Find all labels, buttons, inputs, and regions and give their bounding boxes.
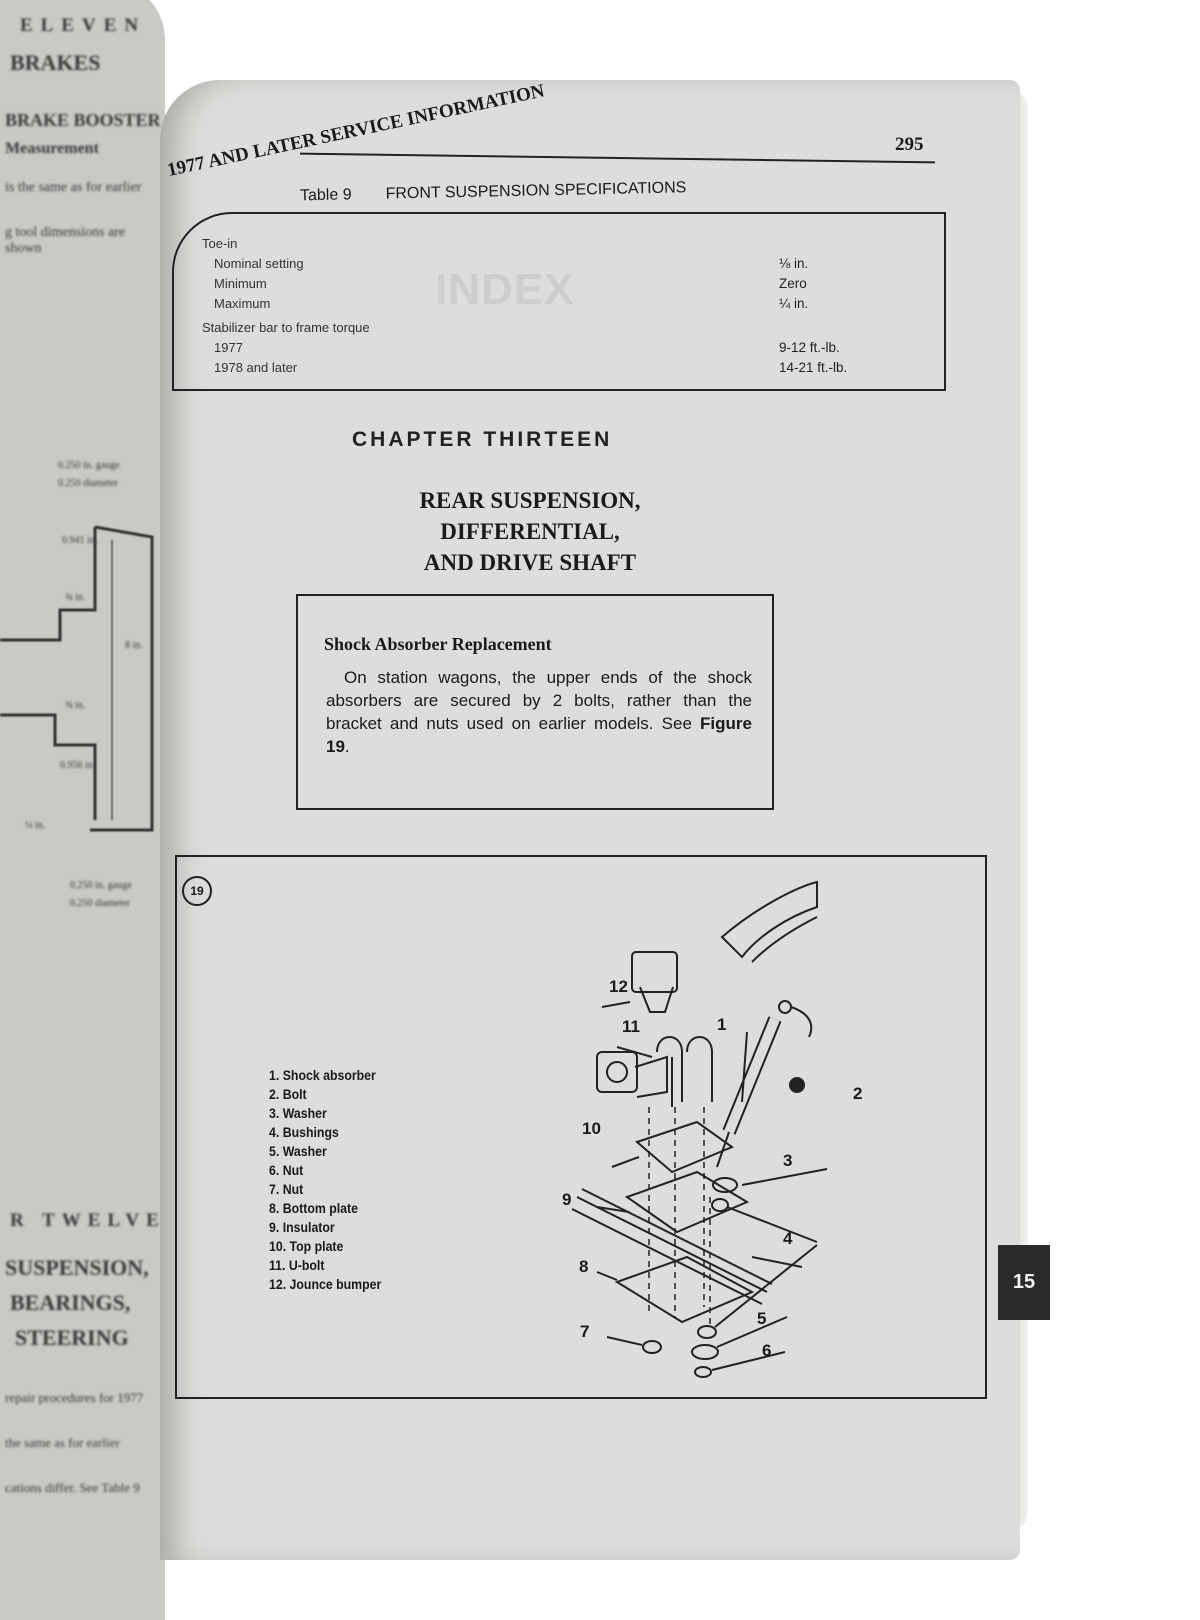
callout-5: 5 [757,1309,767,1328]
note-text-end: . [344,737,350,756]
dimension-label: 0.250 in. gauge [58,460,120,471]
table-row-label: Toe-in [202,236,238,251]
left-chapter-heading: ELEVEN [20,15,147,36]
note-body: On station wagons, the upper ends of the… [326,666,752,758]
right-page [160,80,1020,1560]
table-row-label: Maximum [214,296,271,311]
figure-number: 19 [182,876,212,906]
callout-12: 12 [609,977,628,996]
bottom-plate [614,1255,755,1324]
bleed-through-text: INDEX [435,265,575,314]
table-row-label: Stabilizer bar to frame torque [202,320,370,335]
note-box: Shock Absorber Replacement On station wa… [296,594,774,810]
nut [642,1340,662,1354]
washer [691,1344,719,1360]
legend-item: 5. Washer [269,1143,327,1159]
callout-8: 8 [579,1257,589,1276]
legend-item: 7. Nut [269,1181,304,1197]
left-text: repair procedures for 1977 [5,1390,144,1405]
callout-10: 10 [582,1119,601,1138]
table-row-value: 14-21 ft.-lb. [779,360,848,375]
spec-table: Toe-in Nominal setting Minimum Maximum S… [172,212,946,391]
callout-11: 11 [622,1017,640,1036]
table-row-label: Nominal setting [214,256,304,271]
bracket [596,1051,638,1093]
left-section: BRAKE BOOSTER [5,110,161,130]
legend-item: 10. Top plate [269,1238,344,1254]
frame-rail [720,880,818,959]
u-bolt [656,1036,683,1107]
dimension-label: 0.250 diameter [70,898,130,909]
left-text: the same as for earlier [5,1435,120,1450]
dimension-label: 0.250 in. gauge [70,880,132,891]
legend-item: 4. Bushings [269,1124,339,1140]
dimension-label: 0.956 in. [60,760,96,771]
dimension-label: 8 in. [125,640,143,651]
left-page: ELEVEN BRAKES BRAKE BOOSTER Measurement … [0,0,166,1620]
note-title: Shock Absorber Replacement [324,634,552,654]
callout-4: 4 [783,1229,793,1248]
table-row-label: 1977 [214,340,243,355]
chapter-number: CHAPTER THIRTEEN [352,428,613,451]
dimension-label: ⅜ in. [65,592,86,603]
table-row-value: 9-12 ft.-lb. [779,340,840,355]
dimension-label: ⅜ in. [65,700,86,711]
callout-7: 7 [580,1322,590,1341]
figure-reference: Figure 19 [326,714,752,756]
left-text: g tool dimensions are shown [5,225,126,256]
legend-item: 9. Insulator [269,1219,335,1235]
left-chapter-title-2: SUSPENSION, [5,1255,149,1280]
figure-legend: 1. Shock absorber 2. Bolt 3. Washer 4. B… [269,1066,381,1294]
callout-6: 6 [762,1341,772,1360]
chapter-title-line: DIFFERENTIAL, [440,519,620,544]
washer [712,1177,738,1193]
left-chapter-title-2: STEERING [15,1325,129,1350]
page-number: 295 [895,134,924,155]
left-subsection: Measurement [5,140,99,157]
top-plate [635,1120,735,1174]
legend-item: 1. Shock absorber [269,1067,376,1083]
left-chapter-title-2: BEARINGS, [10,1290,131,1315]
table-row-label: 1978 and later [214,360,298,375]
dimension-label: ¼ in. [25,820,46,831]
dimension-label: 0.941 in. [62,535,98,546]
table-row-label: Minimum [214,276,267,291]
insulator [624,1170,750,1234]
legend-item: 12. Jounce bumper [269,1276,382,1292]
callout-1: 1 [717,1015,727,1034]
legend-item: 2. Bolt [269,1086,307,1102]
left-text: cations differ. See Table 9 [5,1480,140,1495]
legend-item: 11. U-bolt [269,1257,325,1273]
note-text: On station wagons, the upper ends of the… [326,668,752,733]
legend-item: 8. Bottom plate [269,1200,358,1216]
table-row-value: ¼ in. [779,296,809,311]
bolt [789,1077,805,1093]
jounce-bumper-mount [631,951,678,993]
chapter-title-line: REAR SUSPENSION, [419,488,641,513]
callout-2: 2 [853,1084,863,1103]
callout-3: 3 [783,1151,793,1170]
callout-9: 9 [562,1190,572,1209]
figure-19: 19 1. Shock absorber 2. Bolt 3. Washer 4… [175,855,987,1399]
table-row-value: ⅛ in. [779,256,809,271]
left-chapter-heading-2: R TWELVE [10,1210,166,1231]
chapter-title: REAR SUSPENSION, DIFFERENTIAL, AND DRIVE… [360,485,700,578]
thumb-index-tab: 15 [998,1245,1050,1320]
dimension-label: 0.250 diameter [58,478,118,489]
bushing [711,1198,729,1212]
left-chapter-title: BRAKES [10,50,101,75]
legend-item: 3. Washer [269,1105,327,1121]
chapter-title-line: AND DRIVE SHAFT [423,550,637,575]
left-text: is the same as for earlier [5,180,142,195]
table-row-value: Zero [779,276,807,291]
table-label: Table 9 [299,186,352,205]
jounce-bumper [639,986,674,1013]
legend-item: 6. Nut [269,1162,304,1178]
shock-absorber-exploded-diagram [571,880,828,1378]
bushing [697,1325,717,1339]
nut [694,1366,712,1378]
